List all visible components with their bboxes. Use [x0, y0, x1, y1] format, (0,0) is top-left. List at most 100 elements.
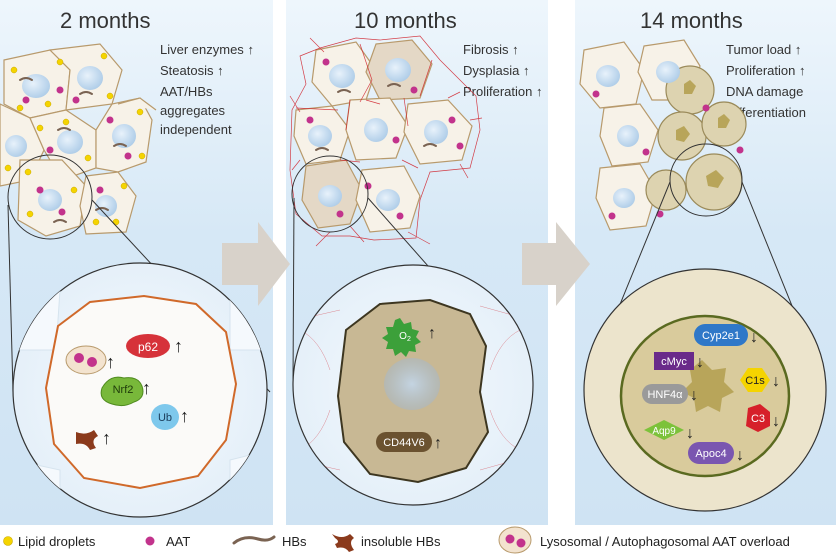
feature-label: Proliferation — [726, 63, 795, 78]
panel-1-lipid-droplets — [4, 52, 146, 226]
up-arrow-icon: ↑ — [217, 63, 224, 78]
marker-label: Cyp2e1 — [702, 330, 740, 342]
panel-3-features: Tumor load ↑ Proliferation ↑ DNA damage … — [726, 42, 806, 120]
insoluble-hbs-icon — [76, 430, 98, 450]
marker-label: O2 — [399, 331, 411, 343]
feature-label: Proliferation — [463, 84, 532, 99]
svg-text:Steatosis ↑: Steatosis ↑ — [160, 63, 224, 78]
panel-1-hbs — [19, 77, 127, 223]
marker-label: Aqp9 — [652, 426, 676, 437]
down-arrow-icon: ↓ — [690, 387, 698, 404]
lipid-droplet-icon — [3, 536, 13, 546]
down-arrow-icon: ↓ — [772, 373, 780, 390]
panel-3-title: 14 months — [640, 8, 743, 33]
down-arrow-icon: ↓ — [696, 354, 704, 371]
feature-label: Liver enzymes — [160, 42, 244, 57]
down-arrow-icon: ↓ — [736, 447, 744, 464]
cyp2e1-icon — [694, 324, 748, 346]
legend-label: Lysosomal / Autophagosomal AAT overload — [540, 534, 790, 549]
up-arrow-icon: ↑ — [523, 63, 530, 78]
lysosome-icon — [498, 526, 532, 554]
marker-label: Nrf2 — [113, 384, 134, 396]
aat-icon — [145, 536, 155, 546]
svg-text:Proliferation ↑: Proliferation ↑ — [726, 63, 806, 78]
svg-text:Dysplasia ↑: Dysplasia ↑ — [463, 63, 529, 78]
marker-label: C1s — [745, 375, 765, 387]
feature-label: Tumor load — [726, 42, 791, 57]
up-arrow-icon: ↑ — [799, 63, 806, 78]
aqp9-icon — [644, 420, 684, 440]
marker-label: p62 — [138, 340, 158, 354]
nrf2-icon — [100, 376, 144, 407]
feature-label: Steatosis — [160, 63, 214, 78]
panel-3-aat-dots — [592, 90, 744, 220]
feature-label: independent — [160, 122, 232, 137]
up-arrow-icon: ↑ — [106, 352, 115, 372]
panel-1-nuclei — [5, 66, 136, 217]
insoluble-hbs-icon — [332, 534, 354, 552]
up-arrow-icon: ↑ — [512, 42, 519, 57]
svg-text:Liver enzymes ↑: Liver enzymes ↑ — [160, 42, 254, 57]
panel-2-title: 10 months — [354, 8, 457, 33]
panel-2-hbs — [315, 83, 437, 151]
svg-text:Proliferation ↑: Proliferation ↑ — [463, 84, 543, 99]
progression-arrow-icon — [522, 222, 590, 306]
feature-label: aggregates — [160, 103, 226, 118]
hnf4a-icon — [642, 384, 688, 404]
p62-icon — [126, 334, 170, 358]
cmyc-icon — [654, 352, 694, 370]
c1s-icon — [740, 368, 770, 392]
down-arrow-icon: ↓ — [686, 425, 694, 442]
legend-label: HBs — [282, 534, 307, 549]
panel-2-aat-dots — [306, 58, 464, 220]
down-arrow-icon: ↓ — [750, 329, 758, 346]
panel-1-aat-dots — [22, 86, 132, 216]
panel-3-zoom: Cyp2e1 ↓ cMyc ↓ C1s ↓ HNF4α ↓ C3 ↓ Aqp9 … — [583, 268, 827, 512]
zoom-line — [7, 204, 14, 393]
marker-label: Ub — [158, 412, 172, 424]
panel-1-features: Liver enzymes ↑ Steatosis ↑ AAT/HBs aggr… — [160, 42, 254, 137]
zoom-focus-circle — [291, 155, 369, 233]
marker-label: cMyc — [661, 356, 687, 368]
panel-2-zoom: O2 ↑ CD44V6 ↑ — [292, 264, 534, 506]
panel-2-features: Fibrosis ↑ Dysplasia ↑ Proliferation ↑ — [463, 42, 543, 99]
apoc4-icon — [688, 442, 734, 464]
up-arrow-icon: ↑ — [536, 84, 543, 99]
legend-label: Lipid droplets — [18, 534, 96, 549]
ub-icon — [151, 404, 179, 430]
svg-text:Fibrosis ↑: Fibrosis ↑ — [463, 42, 519, 57]
panel-2-nuclei — [308, 58, 448, 211]
down-arrow-icon: ↓ — [772, 413, 780, 430]
lysosome-icon — [65, 345, 107, 375]
legend-label: AAT — [166, 534, 190, 549]
fibrosis-strands — [289, 35, 483, 247]
panel-1-title: 2 months — [60, 8, 151, 33]
marker-label: Apoc4 — [695, 448, 726, 460]
legend-label: insoluble HBs — [361, 534, 441, 549]
cd44v6-icon — [376, 432, 432, 452]
legend: Lipid droplets AAT HBs insoluble HBs Lys… — [3, 526, 790, 554]
up-arrow-icon: ↑ — [174, 336, 183, 356]
panel-3-nuclei — [596, 61, 680, 208]
zoom-focus-circle — [669, 143, 743, 217]
hbs-icon — [232, 535, 276, 545]
up-arrow-icon: ↑ — [142, 378, 151, 398]
panel-3-tumor-nuclei — [676, 80, 730, 188]
feature-label: Fibrosis — [463, 42, 509, 57]
up-arrow-icon: ↑ — [434, 435, 442, 452]
svg-text:Tumor load ↑: Tumor load ↑ — [726, 42, 801, 57]
up-arrow-icon: ↑ — [180, 406, 189, 426]
up-arrow-icon: ↑ — [102, 428, 111, 448]
c3-icon — [746, 404, 770, 432]
marker-label: HNF4α — [647, 389, 683, 401]
feature-label: Dysplasia — [463, 63, 520, 78]
up-arrow-icon: ↑ — [247, 42, 254, 57]
marker-label: C3 — [751, 413, 765, 425]
panel-1-zoom: ↑ p62 ↑ Nrf2 ↑ Ub ↑ ↑ — [12, 262, 268, 518]
feature-label: AAT/HBs — [160, 84, 213, 99]
up-arrow-icon: ↑ — [428, 325, 436, 342]
feature-label: Differentiation — [726, 105, 806, 120]
zoom-focus-circle — [7, 154, 93, 240]
marker-label: CD44V6 — [383, 437, 425, 449]
